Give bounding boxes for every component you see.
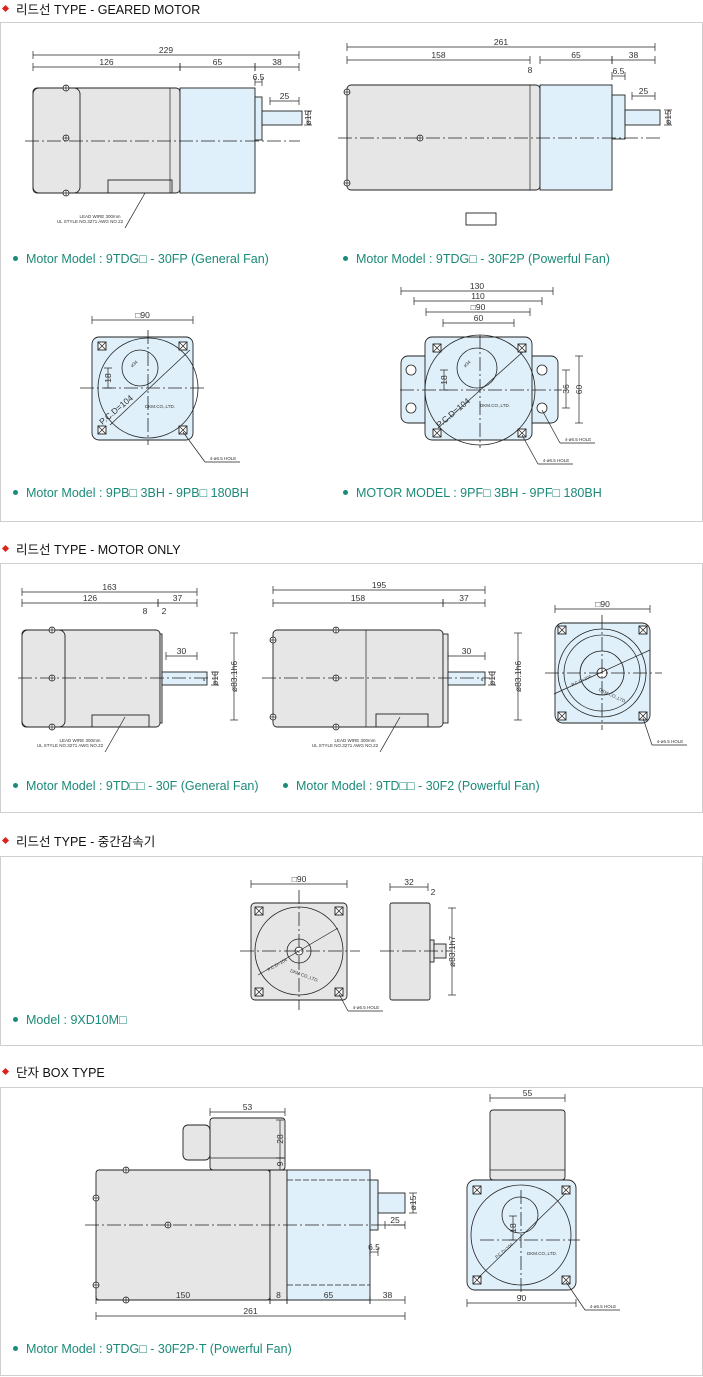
caption-9pf: MOTOR MODEL : 9PF□ 3BH - 9PF□ 180BH [343,486,602,500]
red-bullet-icon [1,4,10,12]
bullet-icon [13,783,18,789]
caption-motor-only-powerful: Motor Model : 9TD□□ - 30F2 (Powerful Fan… [283,779,540,793]
caption-text: Model : 9XD10M□ [26,1013,127,1027]
caption-powerful-fan: Motor Model : 9TDG□ - 30F2P (Powerful Fa… [343,252,610,266]
red-bullet-icon [1,1067,10,1075]
bullet-icon [343,490,348,496]
caption-9pb: Motor Model : 9PB□ 3BH - 9PB□ 180BH [13,486,249,500]
bullet-icon [343,256,348,262]
bullet-icon [13,1017,18,1023]
bullet-icon [13,256,18,262]
caption-general-fan: Motor Model : 9TDG□ - 30FP (General Fan) [13,252,269,266]
red-bullet-icon [1,544,10,552]
caption-text: Motor Model : 9TD□□ - 30F2 (Powerful Fan… [296,779,540,793]
section-box-geared-motor [0,22,703,522]
section-title: 단자 BOX TYPE [16,1065,105,1080]
section-box-motor-only [0,563,703,813]
caption-text: Motor Model : 9TD□□ - 30F (General Fan) [26,779,259,793]
red-bullet-icon [1,836,10,844]
bullet-icon [13,1346,18,1352]
section-title: 리드선 TYPE - GEARED MOTOR [16,2,201,17]
caption-text: MOTOR MODEL : 9PF□ 3BH - 9PF□ 180BH [356,486,602,500]
bullet-icon [13,490,18,496]
section-header-motor-only: 리드선 TYPE - MOTOR ONLY [0,540,181,557]
caption-motor-only-general: Motor Model : 9TD□□ - 30F (General Fan) [13,779,259,793]
section-header-intermediate-gear: 리드선 TYPE - 중간감속기 [0,832,156,849]
caption-terminal-box: Motor Model : 9TDG□ - 30F2P·T (Powerful … [13,1342,292,1356]
caption-9xd10m: Model : 9XD10M□ [13,1013,127,1027]
section-box-terminal-box [0,1087,703,1376]
section-header-geared-motor: 리드선 TYPE - GEARED MOTOR [0,0,201,17]
caption-text: Motor Model : 9TDG□ - 30F2P (Powerful Fa… [356,252,610,266]
section-header-terminal-box: 단자 BOX TYPE [0,1063,105,1080]
bullet-icon [283,783,288,789]
caption-text: Motor Model : 9TDG□ - 30F2P·T (Powerful … [26,1342,292,1356]
caption-text: Motor Model : 9PB□ 3BH - 9PB□ 180BH [26,486,249,500]
section-title: 리드선 TYPE - 중간감속기 [16,834,156,849]
caption-text: Motor Model : 9TDG□ - 30FP (General Fan) [26,252,269,266]
section-title: 리드선 TYPE - MOTOR ONLY [16,542,181,557]
